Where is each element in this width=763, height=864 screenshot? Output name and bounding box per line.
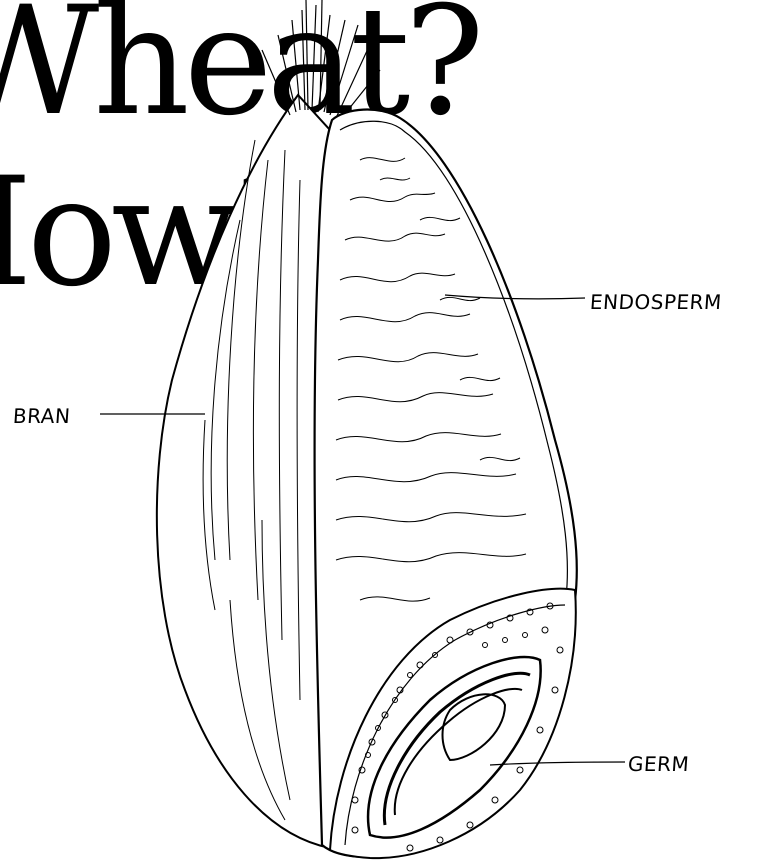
bran-label: BRAN bbox=[12, 404, 71, 428]
endosperm-label: ENDOSPERM bbox=[589, 290, 722, 314]
germ-label: GERM bbox=[627, 752, 690, 776]
hair-tuft bbox=[262, 0, 380, 120]
